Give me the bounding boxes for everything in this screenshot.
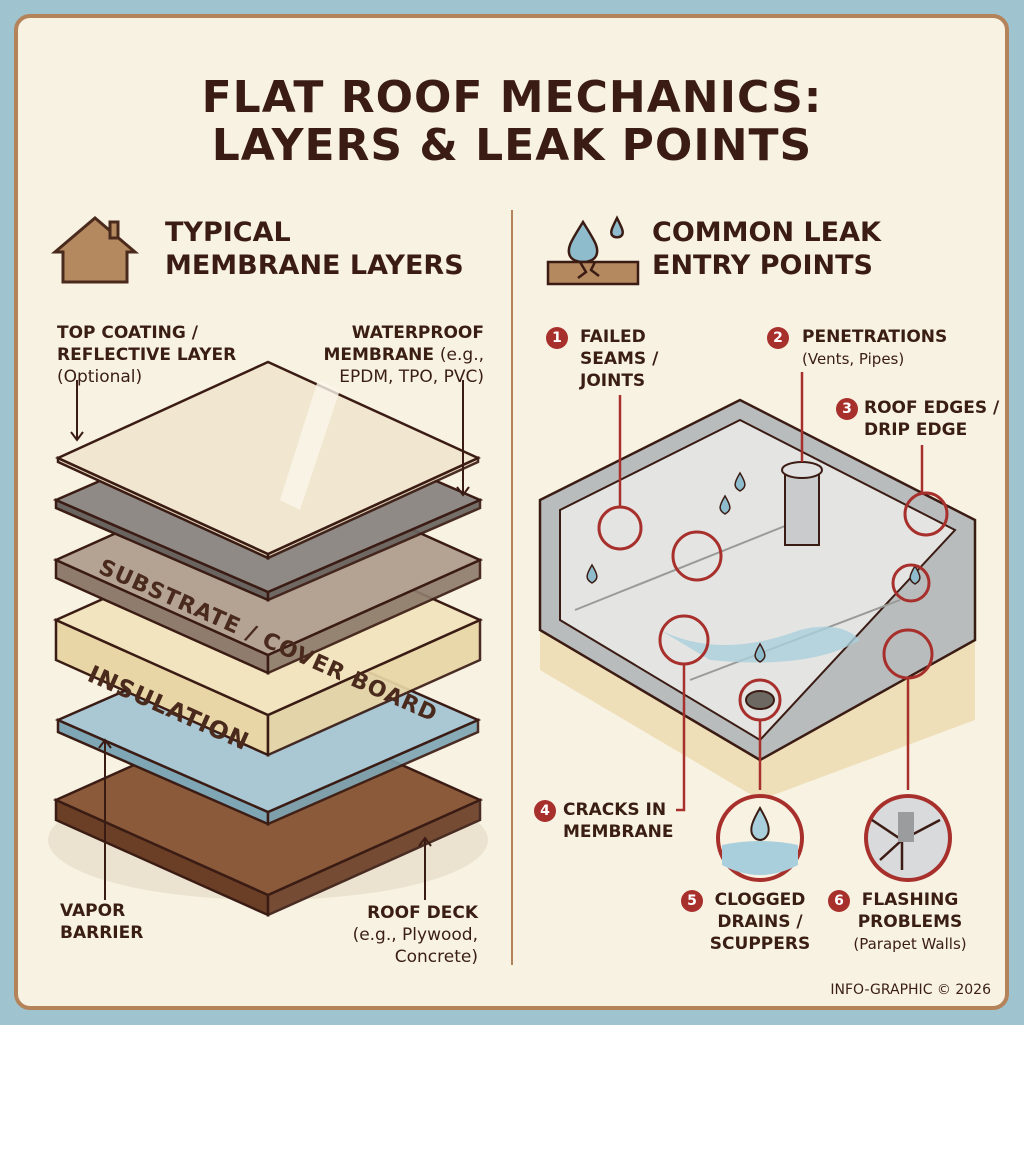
callout-circle [903, 491, 949, 537]
badge-6: 6 [828, 890, 850, 912]
title-line-1: FLAT ROOF MECHANICS: [201, 72, 823, 123]
seam [574, 519, 801, 611]
callout-circle [891, 563, 931, 603]
left-heading-2: MEMBRANE LAYERS [165, 250, 464, 281]
badge-3: 3 [836, 398, 858, 420]
drain [745, 690, 775, 710]
reflection-highlight [280, 380, 340, 510]
badge-2: 2 [767, 327, 789, 349]
badge-1: 1 [546, 327, 568, 349]
footer-credit: INFO-GRAPHIC © 2026 [830, 982, 991, 998]
arrow-head [418, 836, 432, 847]
water-drop-icon [586, 563, 598, 584]
roof-layers-stack [48, 360, 488, 917]
layer-top-coating [54, 360, 482, 560]
arrow-head [456, 486, 470, 497]
badge-5: 5 [681, 890, 703, 912]
right-heading-2: ENTRY POINTS [652, 250, 873, 281]
water-drop-crack-icon [546, 215, 640, 286]
leak-point-3: ROOF EDGES /DRIP EDGE [864, 398, 1000, 440]
leak-callouts [597, 372, 952, 882]
roof-deck-label: ROOF DECK(e.g., Plywood,Concrete) [352, 903, 478, 967]
house-icon [50, 216, 140, 284]
water-drop-icon [754, 642, 766, 663]
clogged-drain-detail-icon [716, 794, 804, 882]
water-drop-icon [909, 564, 921, 585]
leak-point-2: PENETRATIONS(Vents, Pipes) [802, 327, 948, 368]
arrow-head [70, 431, 84, 442]
roof-surface [559, 418, 957, 742]
arrow-head [98, 738, 112, 749]
callout-line [676, 664, 686, 812]
roof-illustration [538, 398, 977, 800]
top-coating-label: TOP COATING /REFLECTIVE LAYER(Optional) [57, 323, 237, 387]
flashing-detail-icon [864, 794, 952, 882]
callout-circle [671, 530, 723, 582]
vent-pipe [784, 469, 820, 546]
left-heading-1: TYPICAL [165, 217, 291, 248]
vent-pipe-top [781, 461, 823, 479]
title-line-2: LAYERS & LEAK POINTS [211, 120, 813, 171]
right-heading-1: COMMON LEAK [652, 217, 881, 248]
badge-4: 4 [534, 800, 556, 822]
water-drop-icon [734, 471, 746, 492]
roof-base [540, 630, 975, 800]
water-drop-icon [719, 494, 731, 515]
